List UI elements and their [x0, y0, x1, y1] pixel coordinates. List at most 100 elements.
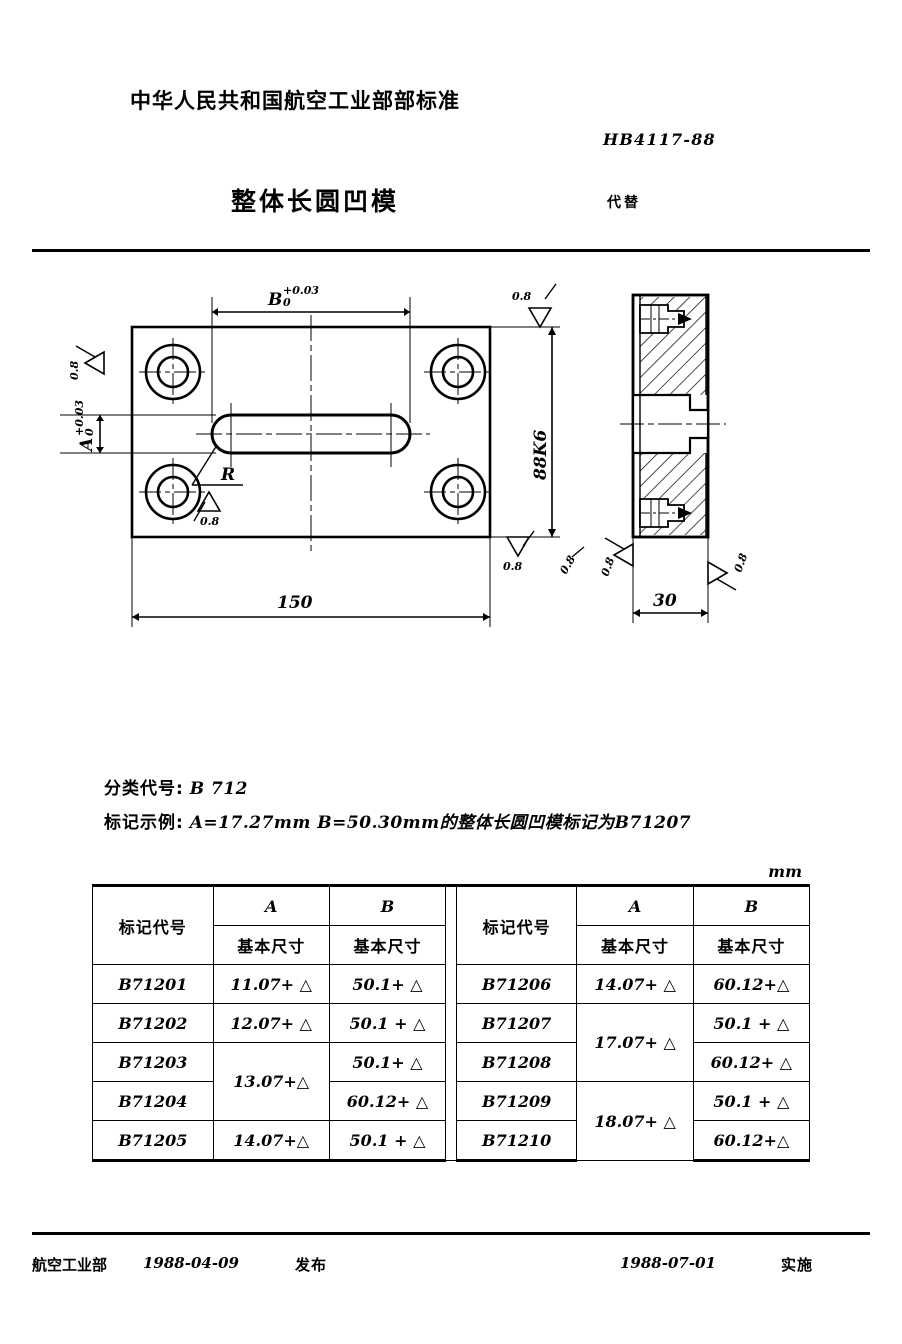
- cell-b: 60.12+△: [692, 1120, 811, 1162]
- header-basic-a-right: 基本尺寸: [576, 925, 694, 965]
- finish-triangle-icon: [196, 490, 222, 512]
- finish-top-right-value: 0.8: [512, 290, 531, 303]
- section-finish-left-value: 0.8: [599, 555, 618, 578]
- document-header: 中华人民共和国航空工业部部标准 HB4117-88 整体长圆凹模 代替: [0, 0, 902, 252]
- cell-code: B71210: [455, 1120, 578, 1162]
- radius-leader: R: [191, 444, 243, 486]
- finish-triangle-icon: [83, 350, 105, 376]
- cell-b: 60.12+△: [692, 964, 811, 1004]
- counterbore-hole-top-left: [139, 338, 207, 406]
- thickness-arrow-right: [701, 609, 708, 617]
- section-surface-finish-right: 0.8: [707, 551, 751, 591]
- technical-drawing: A +0.03 0 B +0.03 0 88K6 150: [0, 255, 902, 675]
- cell-code: B71201: [92, 964, 214, 1004]
- thickness-value: 30: [653, 591, 677, 611]
- footer-issuer: 航空工业部: [32, 1256, 108, 1274]
- example-separator: :: [176, 813, 184, 833]
- footer-implement-label: 实施: [781, 1256, 814, 1274]
- b-dim-arrow-left: [212, 308, 218, 316]
- page-title: 整体长圆凹模: [231, 187, 400, 216]
- b-dim-value: B: [267, 290, 282, 310]
- specification-table: 标记代号 A B 标记代号 A B 基本尺寸 基本尺寸 基本尺寸 基本尺寸 B7…: [92, 884, 811, 1162]
- table-header-row-2: 基本尺寸 基本尺寸 基本尺寸 基本尺寸: [93, 925, 811, 965]
- cell-code: B71209: [455, 1081, 578, 1121]
- cell-a: 14.07+△: [212, 1120, 330, 1162]
- section-surface-finish-left: 0.8: [599, 537, 634, 578]
- classification-separator: :: [176, 779, 184, 799]
- header-a-left: A: [212, 884, 330, 926]
- cell-b: 50.1+ △: [328, 964, 447, 1004]
- header-a-right: A: [576, 884, 694, 926]
- footer-issue-date: 1988-04-09: [143, 1254, 239, 1272]
- cell-code: B71207: [455, 1003, 578, 1043]
- section-bolt-hole-upper: [639, 304, 692, 334]
- cell-a-merged: 13.07+△: [212, 1042, 330, 1121]
- table-divider: [445, 884, 457, 1161]
- header-b-left: B: [328, 884, 447, 926]
- a-dim-value: A: [77, 438, 97, 453]
- cell-b: 60.12+ △: [692, 1042, 811, 1082]
- header-b-right: B: [692, 884, 811, 926]
- thickness-arrow-left: [633, 609, 640, 617]
- cell-a: 11.07+ △: [212, 964, 330, 1004]
- cell-b: 50.1 + △: [692, 1081, 811, 1121]
- cell-code: B71202: [92, 1003, 214, 1043]
- marking-example-note: 标记示例: A=17.27mm B=50.30mm的整体长圆凹模标记为B7120…: [104, 808, 691, 833]
- surface-finish-top-right: 0.8: [512, 283, 557, 329]
- surface-finish-slot: 0.8: [193, 490, 222, 528]
- example-value: A=17.27mm B=50.30mm的整体长圆凹模标记为B71207: [189, 813, 692, 833]
- cell-code: B71205: [92, 1120, 214, 1162]
- section-view: 30 0.8 0.8: [599, 293, 751, 623]
- cell-a: 14.07+ △: [576, 964, 694, 1004]
- substitute-label: 代替: [607, 195, 641, 211]
- specification-table-block: mm 标记代号 A B 标记代号 A B 基本尺寸 基本尺寸 基本尺寸 基本尺寸: [92, 862, 811, 1162]
- standard-number: HB4117-88: [603, 130, 716, 149]
- section-bolt-hole-lower: [639, 498, 692, 528]
- cell-b: 60.12+ △: [328, 1081, 447, 1121]
- cell-code: B71203: [92, 1042, 214, 1082]
- a-dim-tol-lower: 0: [83, 428, 96, 436]
- classification-label: 分类代号: [104, 779, 176, 799]
- b-dim-tol-upper: +0.03: [283, 284, 319, 297]
- footer-publish-label: 发布: [295, 1256, 328, 1274]
- drawing-canvas: A +0.03 0 B +0.03 0 88K6 150: [60, 283, 751, 627]
- a-dimension-label: A +0.03 0: [73, 400, 97, 453]
- classification-note: 分类代号: B 712: [104, 774, 248, 799]
- width-dim-arrow-left: [132, 613, 139, 621]
- header-basic-b-right: 基本尺寸: [692, 925, 811, 965]
- height-dim-arrow-bottom: [548, 529, 556, 537]
- table-row: B71204 60.12+ △ B71209 18.07+ △ 50.1 + △: [92, 1081, 811, 1161]
- counterbore-hole-bottom-left: [139, 458, 207, 526]
- header-code-right: 标记代号: [455, 884, 578, 965]
- table-header-row-1: 标记代号 A B 标记代号 A B: [92, 884, 811, 1161]
- finish-triangle-icon: [707, 560, 729, 586]
- finish-triangle-icon: [527, 307, 553, 329]
- cell-a: 12.07+ △: [212, 1003, 330, 1043]
- finish-triangle-icon: [505, 536, 531, 558]
- header-code-left: 标记代号: [92, 884, 214, 965]
- cell-b: 50.1+ △: [328, 1042, 447, 1082]
- width-dim-arrow-right: [483, 613, 490, 621]
- cell-b: 50.1 + △: [328, 1120, 447, 1162]
- b-dim-tol-lower: 0: [283, 296, 291, 309]
- a-dim-tol-upper: +0.03: [73, 400, 86, 436]
- counterbore-hole-top-right: [424, 338, 492, 406]
- section-finish-right-value: 0.8: [732, 551, 751, 574]
- table-row: B71205 14.07+△ 50.1 + △ B71210 60.12+△: [92, 1120, 811, 1162]
- finish-triangle-icon: [612, 542, 634, 568]
- classification-value: B 712: [189, 779, 249, 799]
- cell-code: B71204: [92, 1081, 214, 1121]
- surface-finish-top-left: 0.8: [68, 345, 105, 380]
- cell-a-merged: 18.07+ △: [576, 1081, 694, 1161]
- a-dim-arrow-bottom: [96, 447, 104, 453]
- finish-bottom-value: 0.8: [503, 560, 522, 573]
- finish-right-value: 0.8: [557, 553, 578, 576]
- finish-slot-value: 0.8: [200, 515, 219, 528]
- front-view: A +0.03 0 B +0.03 0 88K6 150: [60, 283, 585, 627]
- b-dim-arrow-right: [404, 308, 410, 316]
- surface-finish-right: 0.8: [557, 546, 585, 577]
- standard-organization: 中华人民共和国航空工业部部标准: [130, 89, 460, 113]
- header-basic-b-left: 基本尺寸: [328, 925, 447, 965]
- b-dimension-label: B +0.03 0: [267, 284, 319, 310]
- footer-effective-date: 1988-07-01: [620, 1254, 716, 1272]
